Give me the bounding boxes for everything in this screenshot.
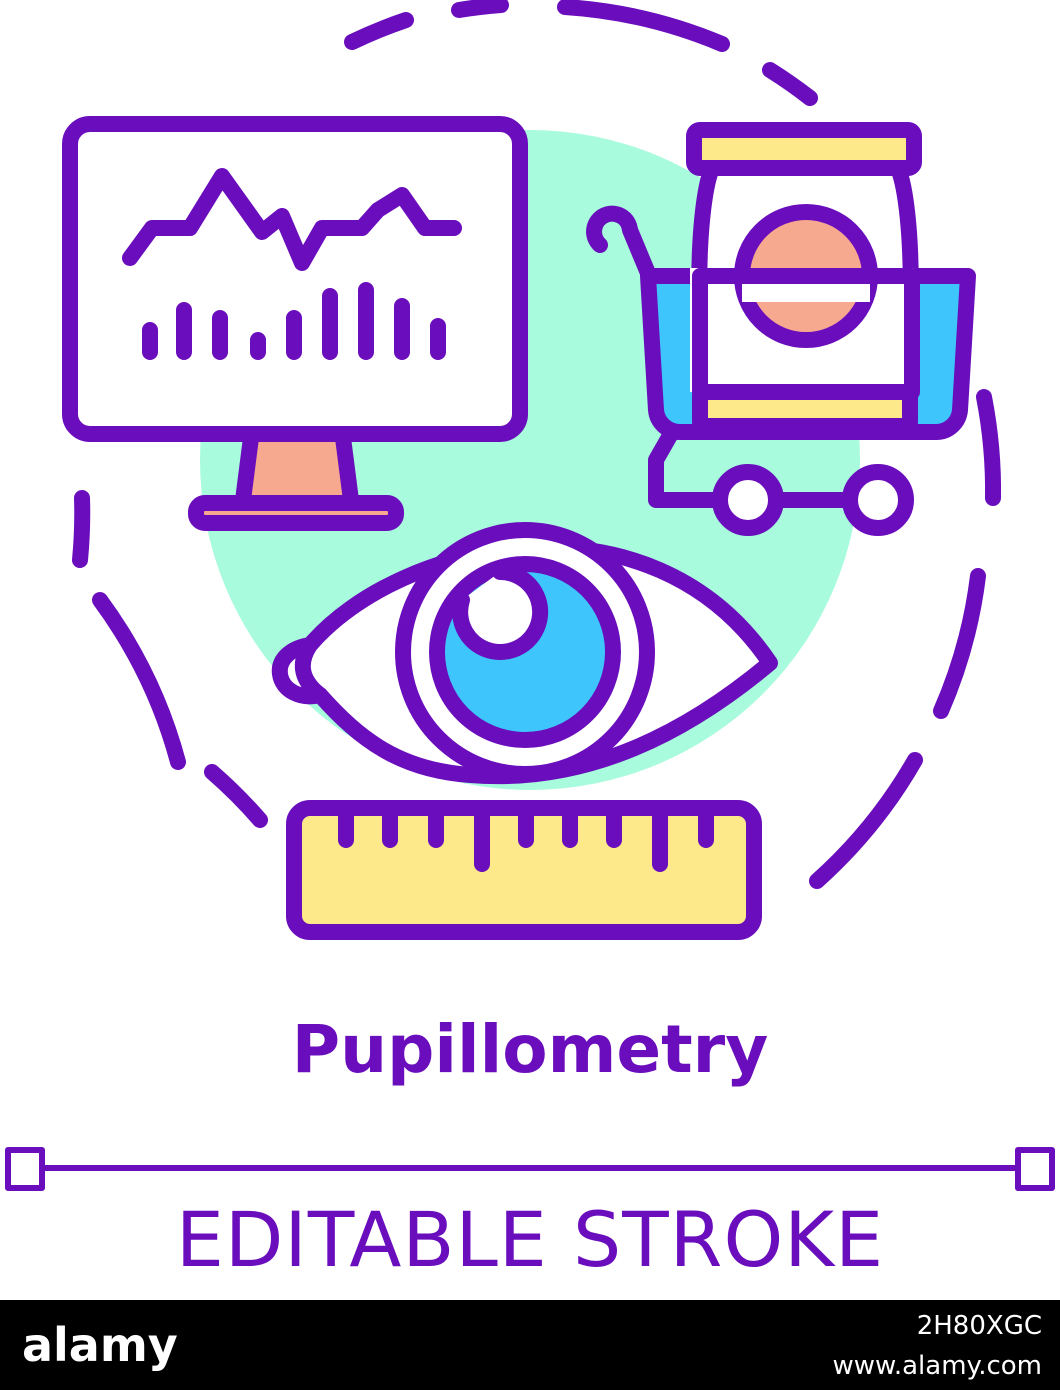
editable-stroke-caption: EDITABLE STROKE [175,1195,885,1284]
watermark-site: www.alamy.com [832,1351,1042,1381]
watermark-brand: alamy [22,1318,178,1372]
page-title: Pupillometry [291,1011,769,1088]
monitor-chart-icon [62,116,528,531]
pupillometry-illustration [5,0,1055,1191]
dashed-circle-frame [72,0,1002,889]
eye-icon [271,522,778,785]
watermark-bar: alamy 2H80XGC www.alamy.com [0,1300,1060,1390]
ruler-icon [286,800,762,940]
editable-stroke-line-icon [5,1147,1055,1191]
product-package-icon [686,122,922,434]
watermark-image-code: 2H80XGC [916,1311,1042,1341]
